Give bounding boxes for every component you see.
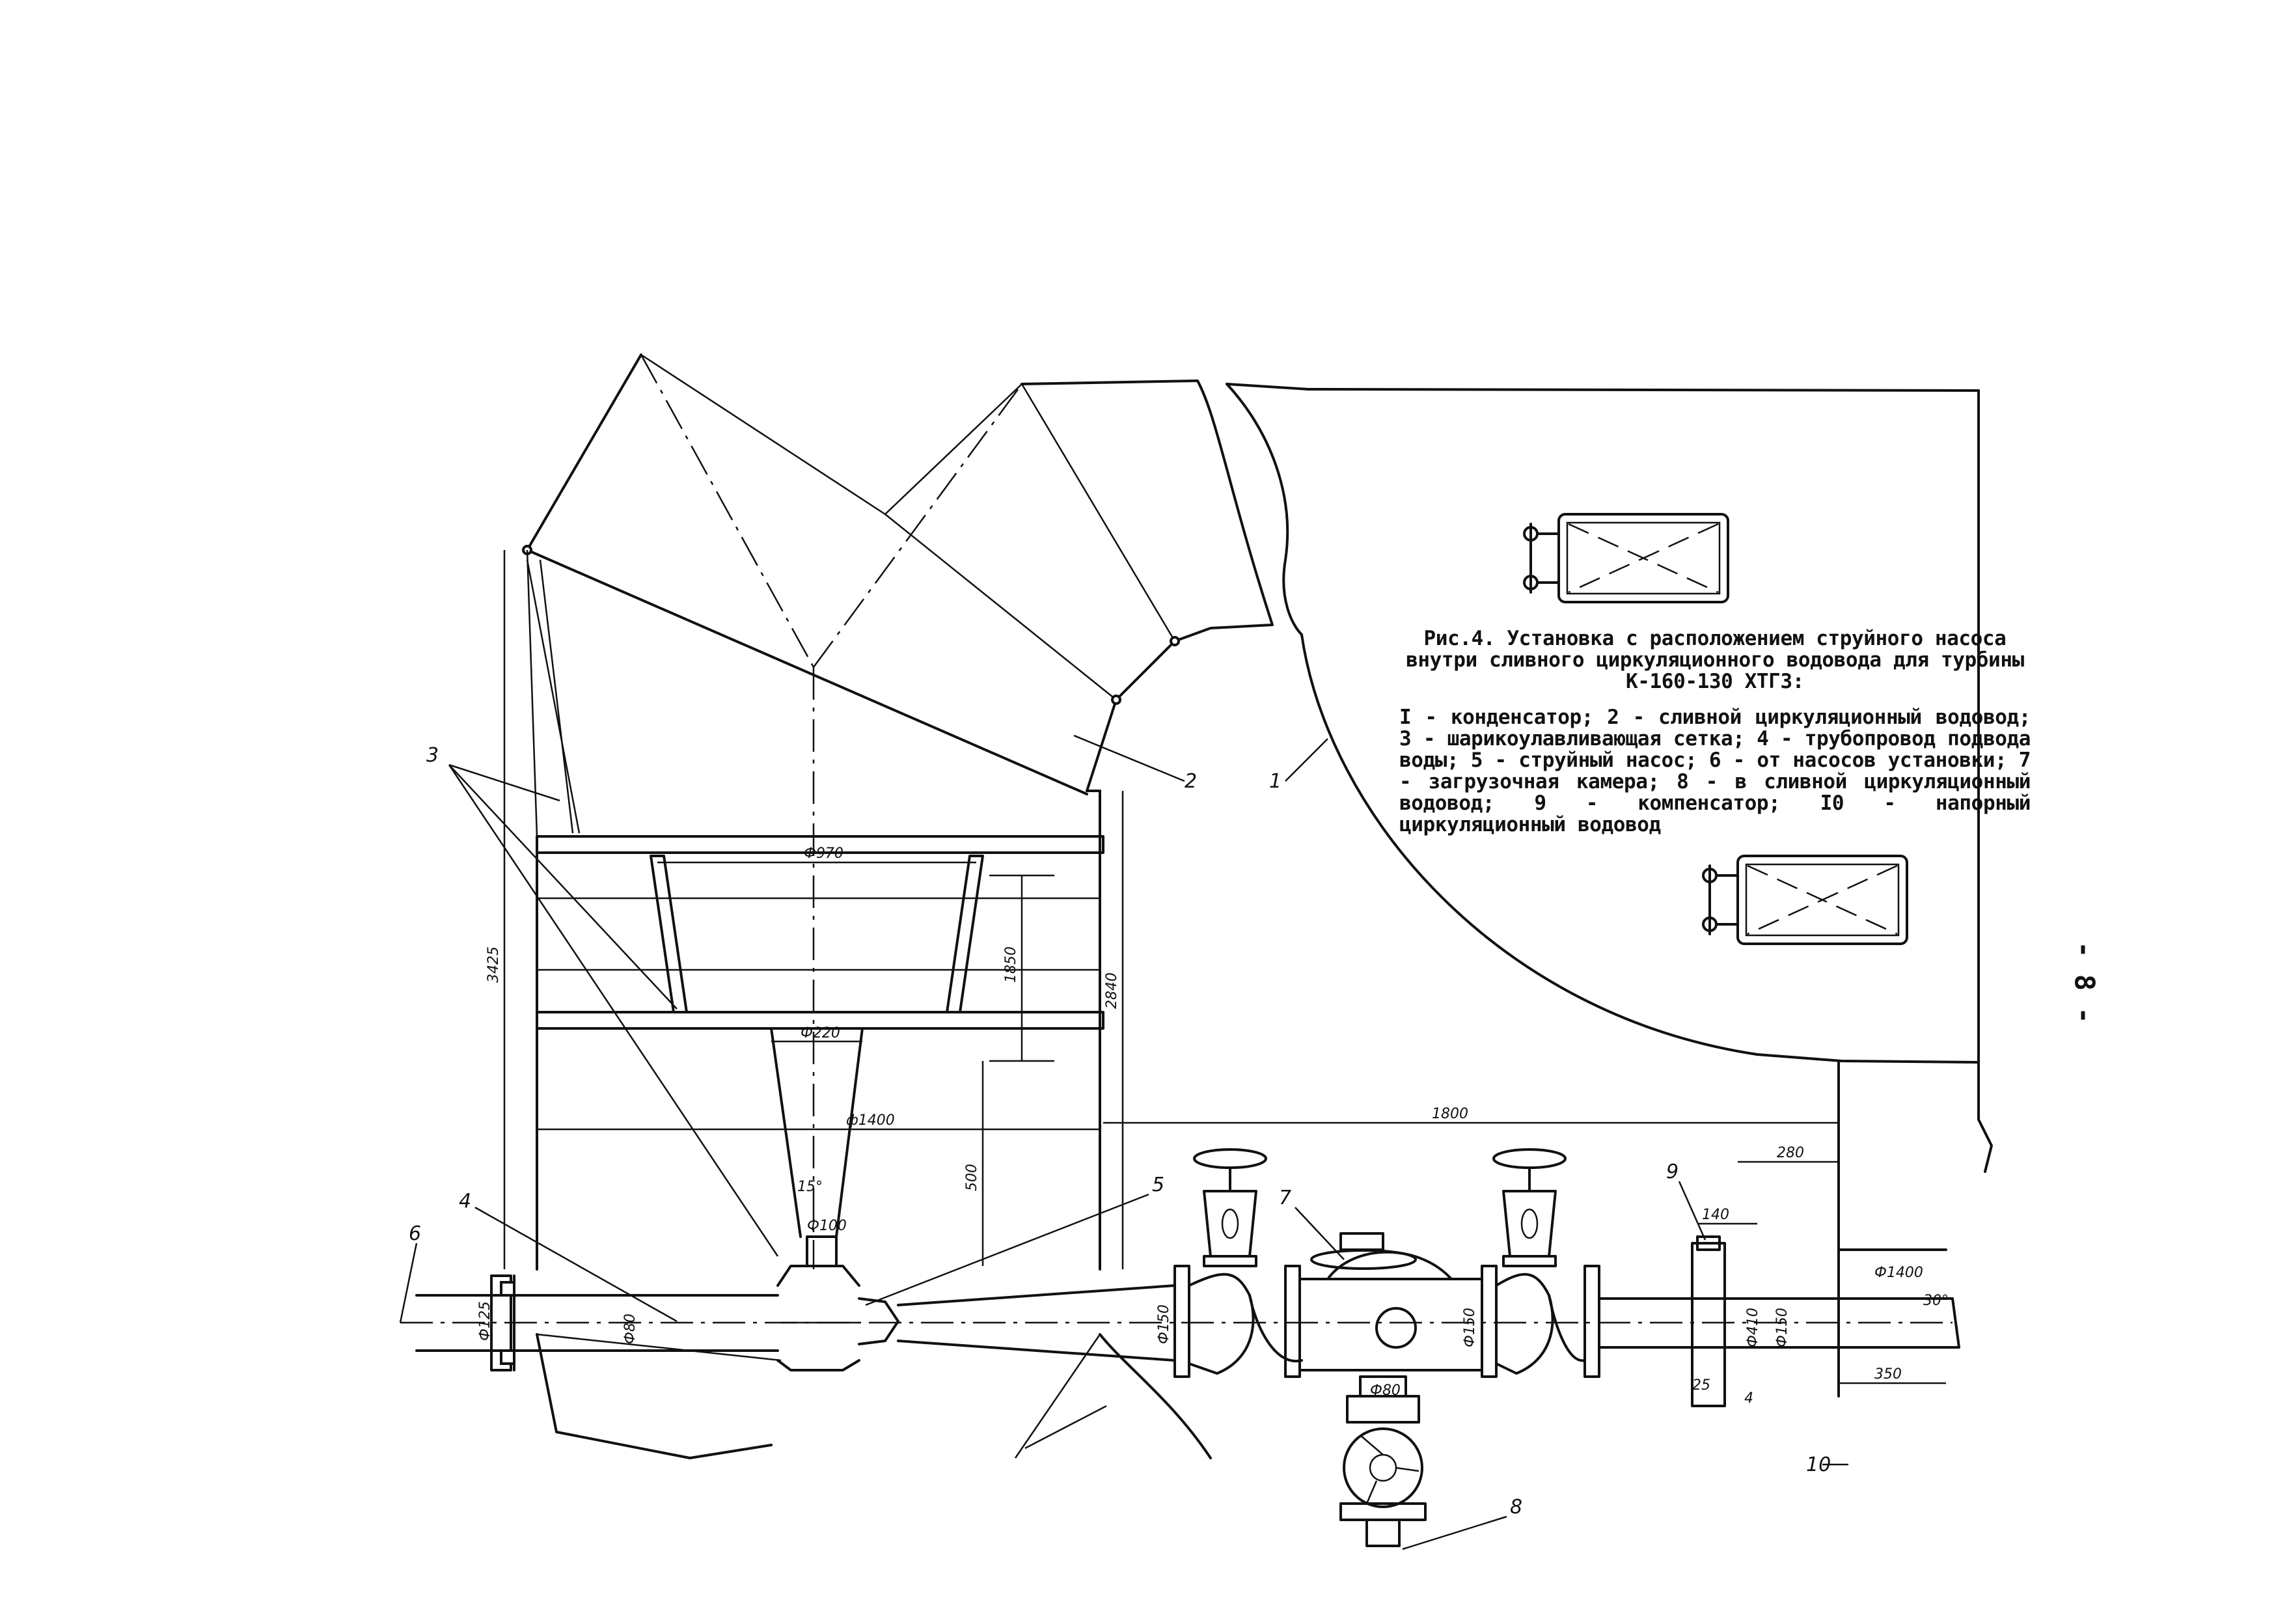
dim-4: 4	[1744, 1390, 1753, 1407]
dim-150-a: Ф150	[1156, 1304, 1172, 1344]
dim-1400-pipe: Ф1400	[1874, 1265, 1923, 1281]
legend-item: 5 - струйный насос;	[1470, 749, 1697, 772]
figure-caption: Рис.4. Установка с расположением струйно…	[1399, 628, 2031, 836]
dim-125: Ф125	[477, 1301, 493, 1341]
dim-2840: 2840	[1104, 972, 1120, 1009]
dim-100: Ф100	[807, 1218, 847, 1234]
dim-150-b: Ф150	[1462, 1308, 1478, 1347]
legend-item: 6 - от насосов установки;	[1708, 749, 2007, 772]
callout-10: 10	[1806, 1453, 1831, 1476]
callout-5: 5	[1152, 1174, 1164, 1196]
supply-pipe	[400, 1274, 1953, 1371]
dim-1800: 1800	[1432, 1106, 1468, 1122]
legend-item: I0 - напорный циркуляционный водовод	[1399, 791, 2031, 836]
duct-walls	[526, 549, 1101, 1271]
leader-lines	[399, 734, 1848, 1550]
drain-duct-elbow	[522, 353, 1274, 795]
legend-item: 7 - загрузочная камера;	[1399, 749, 2031, 793]
callout-4: 4	[459, 1190, 471, 1213]
dim-500: 500	[964, 1164, 980, 1191]
page-number: - 8 -	[2068, 941, 2101, 1024]
manhole-lower	[1702, 855, 1908, 945]
callout-9: 9	[1666, 1161, 1679, 1183]
dim-30deg: 30°	[1923, 1293, 1949, 1309]
legend-item: 9 - компенсатор;	[1534, 791, 1781, 815]
gate-valve-right	[1492, 1148, 1567, 1267]
legend-item: 3 - шарикоулавливающая сетка;	[1399, 727, 1745, 750]
dim-150-c: Ф150	[1774, 1308, 1790, 1347]
ball-catching-screen	[536, 835, 1104, 1238]
legend-item: 2 - сливной циркуляционный водовод;	[1607, 706, 2031, 729]
callout-2: 2	[1185, 770, 1197, 793]
callout-8: 8	[1510, 1496, 1522, 1519]
duct-lower-end	[536, 1333, 1212, 1459]
callout-7: 7	[1279, 1187, 1291, 1209]
condenser-outline	[1226, 383, 1993, 1251]
dim-410: Ф410	[1745, 1308, 1761, 1347]
dim-15deg: 15°	[797, 1179, 823, 1195]
dim-280: 280	[1777, 1145, 1804, 1161]
dim-220: Ф220	[801, 1025, 840, 1041]
dim-80-drain: Ф80	[1370, 1383, 1401, 1399]
dim-1400-duct: ф1400	[846, 1112, 895, 1129]
caption-legend: I - конденсатор; 2 - сливной циркуляцион…	[1399, 707, 2031, 836]
legend-item: I - конденсатор;	[1399, 706, 1594, 729]
dim-80: Ф80	[622, 1314, 638, 1344]
dim-140: 140	[1702, 1207, 1729, 1223]
dimension-lines	[503, 550, 1946, 1384]
dim-3425: 3425	[486, 946, 502, 983]
pipe-assembly	[1173, 1235, 1960, 1407]
legend-item: 8 - в сливной циркуляционный водовод;	[1399, 770, 2031, 815]
dim-350: 350	[1874, 1366, 1902, 1383]
manhole-upper	[1523, 513, 1729, 603]
caption-title: Рис.4. Установка с расположением струйно…	[1406, 627, 2024, 693]
dim-25: 25	[1692, 1377, 1710, 1394]
gate-valve-left	[1193, 1148, 1267, 1267]
dim-970: Ф970	[804, 846, 843, 862]
dim-1850: 1850	[1003, 946, 1019, 983]
legend-item: 4 - трубопровод подвода воды;	[1399, 727, 2031, 772]
callout-3: 3	[426, 744, 439, 767]
drain-valve	[1339, 1375, 1427, 1547]
loading-chamber	[1310, 1232, 1417, 1270]
callout-6: 6	[409, 1222, 421, 1245]
callout-1: 1	[1269, 770, 1282, 793]
